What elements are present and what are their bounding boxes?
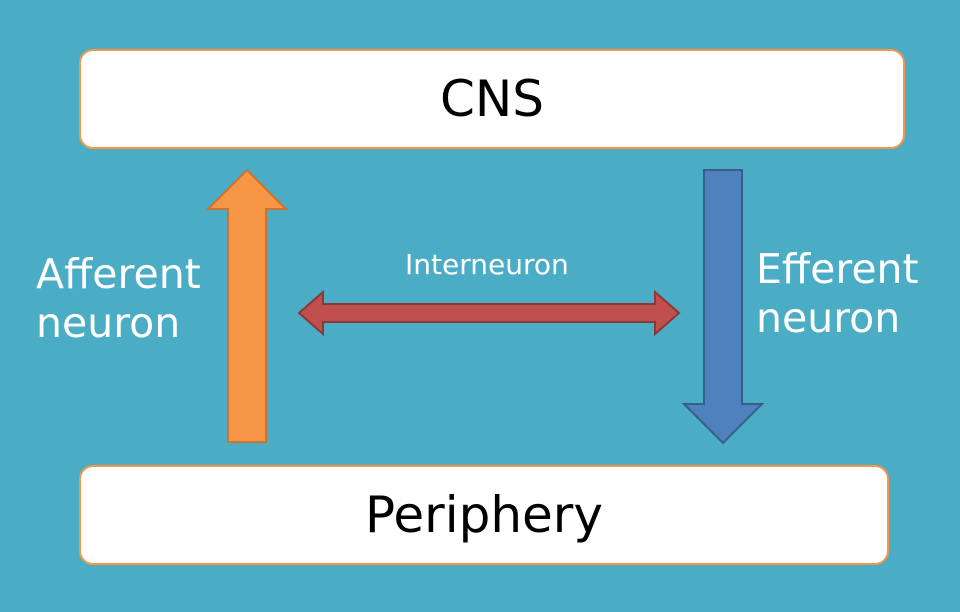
periphery-label: Periphery	[365, 486, 603, 544]
afferent-line2: neuron	[36, 299, 181, 348]
interneuron-arrow	[297, 289, 681, 337]
afferent-neuron-label: Afferent neuron	[36, 250, 201, 348]
cns-box: CNS	[79, 49, 905, 149]
efferent-neuron-label: Efferent neuron	[756, 245, 919, 343]
afferent-line1: Afferent	[36, 250, 201, 298]
afferent-arrow	[205, 168, 289, 443]
efferent-line1: Efferent	[756, 245, 919, 293]
cns-label: CNS	[439, 70, 545, 128]
periphery-box: Periphery	[79, 465, 889, 565]
interneuron-label: Interneuron	[405, 248, 569, 281]
efferent-line2: neuron	[756, 294, 901, 343]
efferent-arrow	[681, 169, 765, 445]
